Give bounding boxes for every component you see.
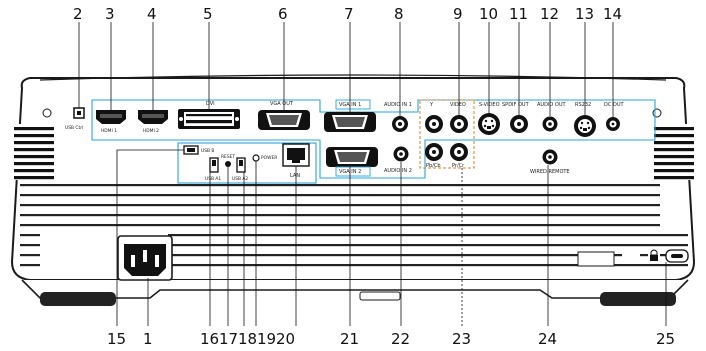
vga-in2-port[interactable] bbox=[326, 147, 378, 167]
usb-b-port[interactable] bbox=[183, 145, 199, 155]
callout-17: 17 bbox=[219, 330, 238, 348]
spdif-out-port[interactable] bbox=[510, 115, 528, 133]
lan-label: LAN bbox=[290, 173, 300, 179]
kensington-lock-slot[interactable] bbox=[648, 249, 689, 263]
ac-power-socket[interactable] bbox=[117, 235, 173, 281]
audio-in1-port[interactable] bbox=[392, 116, 408, 132]
dvi-label: DVI bbox=[206, 101, 215, 107]
callout-11: 11 bbox=[509, 5, 528, 23]
pr-cr-port[interactable] bbox=[450, 143, 468, 161]
callout-6: 6 bbox=[278, 5, 288, 23]
vga-out-port[interactable] bbox=[258, 110, 310, 130]
lan-port[interactable] bbox=[282, 143, 310, 167]
callout-21: 21 bbox=[340, 330, 359, 348]
usb-a2-label: USB A2 bbox=[232, 176, 248, 182]
right-foot bbox=[600, 292, 676, 306]
wired-remote-label: WIRED REMOTE bbox=[530, 169, 570, 175]
callout-23: 23 bbox=[452, 330, 471, 348]
bottom-callout-numbers: 15 1 16 17 18 19 20 21 22 23 24 25 bbox=[107, 330, 675, 348]
callout-15: 15 bbox=[107, 330, 126, 348]
hdmi2-label: HDMI 2 bbox=[143, 128, 159, 134]
hdmi1-port[interactable] bbox=[96, 110, 126, 124]
callout-leader-lines bbox=[78, 22, 667, 326]
dvi-port[interactable] bbox=[178, 109, 240, 129]
power-indicator bbox=[252, 154, 260, 162]
callout-22: 22 bbox=[391, 330, 410, 348]
screw-icon bbox=[652, 108, 662, 118]
audio-out-port[interactable] bbox=[542, 116, 558, 132]
pr-cr-label: Pr/Cr bbox=[452, 163, 465, 169]
callout-16: 16 bbox=[200, 330, 219, 348]
usb-a2-port[interactable] bbox=[236, 157, 246, 173]
callout-9: 9 bbox=[453, 5, 463, 23]
callout-20: 20 bbox=[276, 330, 295, 348]
usb-a1-port[interactable] bbox=[209, 157, 219, 173]
hdmi1-label: HDMI 1 bbox=[101, 128, 117, 134]
usb-b-label: USB B bbox=[201, 148, 214, 154]
connector-panel bbox=[91, 99, 656, 184]
spdif-out-label: SPDIF OUT bbox=[502, 102, 530, 108]
callout-4: 4 bbox=[147, 5, 157, 23]
left-foot bbox=[40, 292, 116, 306]
dc-out-port[interactable] bbox=[606, 117, 620, 131]
callout-14: 14 bbox=[603, 5, 622, 23]
usb-ctrl-label: USB Ctrl bbox=[65, 125, 83, 131]
callout-12: 12 bbox=[540, 5, 559, 23]
top-callout-numbers: 2 3 4 5 6 7 8 9 10 11 12 13 14 bbox=[73, 5, 622, 23]
audio-in2-port[interactable] bbox=[393, 146, 409, 162]
left-side-vent bbox=[14, 124, 54, 180]
right-side-vent bbox=[654, 124, 694, 180]
reset-label: RESET bbox=[221, 154, 235, 160]
lower-grille bbox=[20, 180, 688, 272]
usb-lan-panel-frame bbox=[177, 142, 317, 184]
callout-19: 19 bbox=[257, 330, 276, 348]
lock-icon-bg bbox=[622, 252, 640, 264]
y-label: Y bbox=[429, 102, 434, 108]
callout-13: 13 bbox=[575, 5, 594, 23]
audio-out-label: AUDIO OUT bbox=[537, 102, 567, 108]
callout-10: 10 bbox=[479, 5, 498, 23]
callout-1: 1 bbox=[143, 330, 153, 348]
label-plate bbox=[577, 251, 615, 267]
callout-2: 2 bbox=[73, 5, 83, 23]
vga-out-label: VGA OUT bbox=[270, 101, 294, 107]
vga-in1-port[interactable] bbox=[324, 112, 376, 132]
pb-cb-port[interactable] bbox=[425, 143, 443, 161]
audio-in2-label: AUDIO IN 2 bbox=[384, 168, 412, 174]
rs232-port[interactable] bbox=[574, 115, 596, 137]
reset-button[interactable] bbox=[225, 161, 231, 167]
video-port[interactable] bbox=[450, 115, 468, 133]
audio-in1-label: AUDIO IN 1 bbox=[384, 102, 412, 108]
power-label: POWER bbox=[261, 155, 277, 161]
s-video-port[interactable] bbox=[478, 113, 500, 135]
usb-a1-label: USB A1 bbox=[205, 176, 221, 182]
callout-3: 3 bbox=[105, 5, 115, 23]
screw-icon bbox=[42, 108, 52, 118]
usb-ctrl-port[interactable] bbox=[73, 107, 85, 119]
callout-25: 25 bbox=[656, 330, 675, 348]
hdmi2-port[interactable] bbox=[138, 110, 168, 124]
callout-5: 5 bbox=[203, 5, 213, 23]
wired-remote-port[interactable] bbox=[542, 149, 558, 165]
y-port[interactable] bbox=[425, 115, 443, 133]
rs232-label: RS232 bbox=[575, 102, 591, 108]
center-foot bbox=[359, 291, 401, 301]
video-label: VIDEO bbox=[450, 102, 466, 108]
pb-cb-label: Pb/Cb bbox=[426, 163, 441, 169]
callout-24: 24 bbox=[538, 330, 557, 348]
dc-out-label: DC OUT bbox=[604, 102, 625, 108]
callout-7: 7 bbox=[344, 5, 354, 23]
callout-8: 8 bbox=[394, 5, 404, 23]
callout-18: 18 bbox=[238, 330, 257, 348]
component-video-frame bbox=[419, 99, 475, 169]
